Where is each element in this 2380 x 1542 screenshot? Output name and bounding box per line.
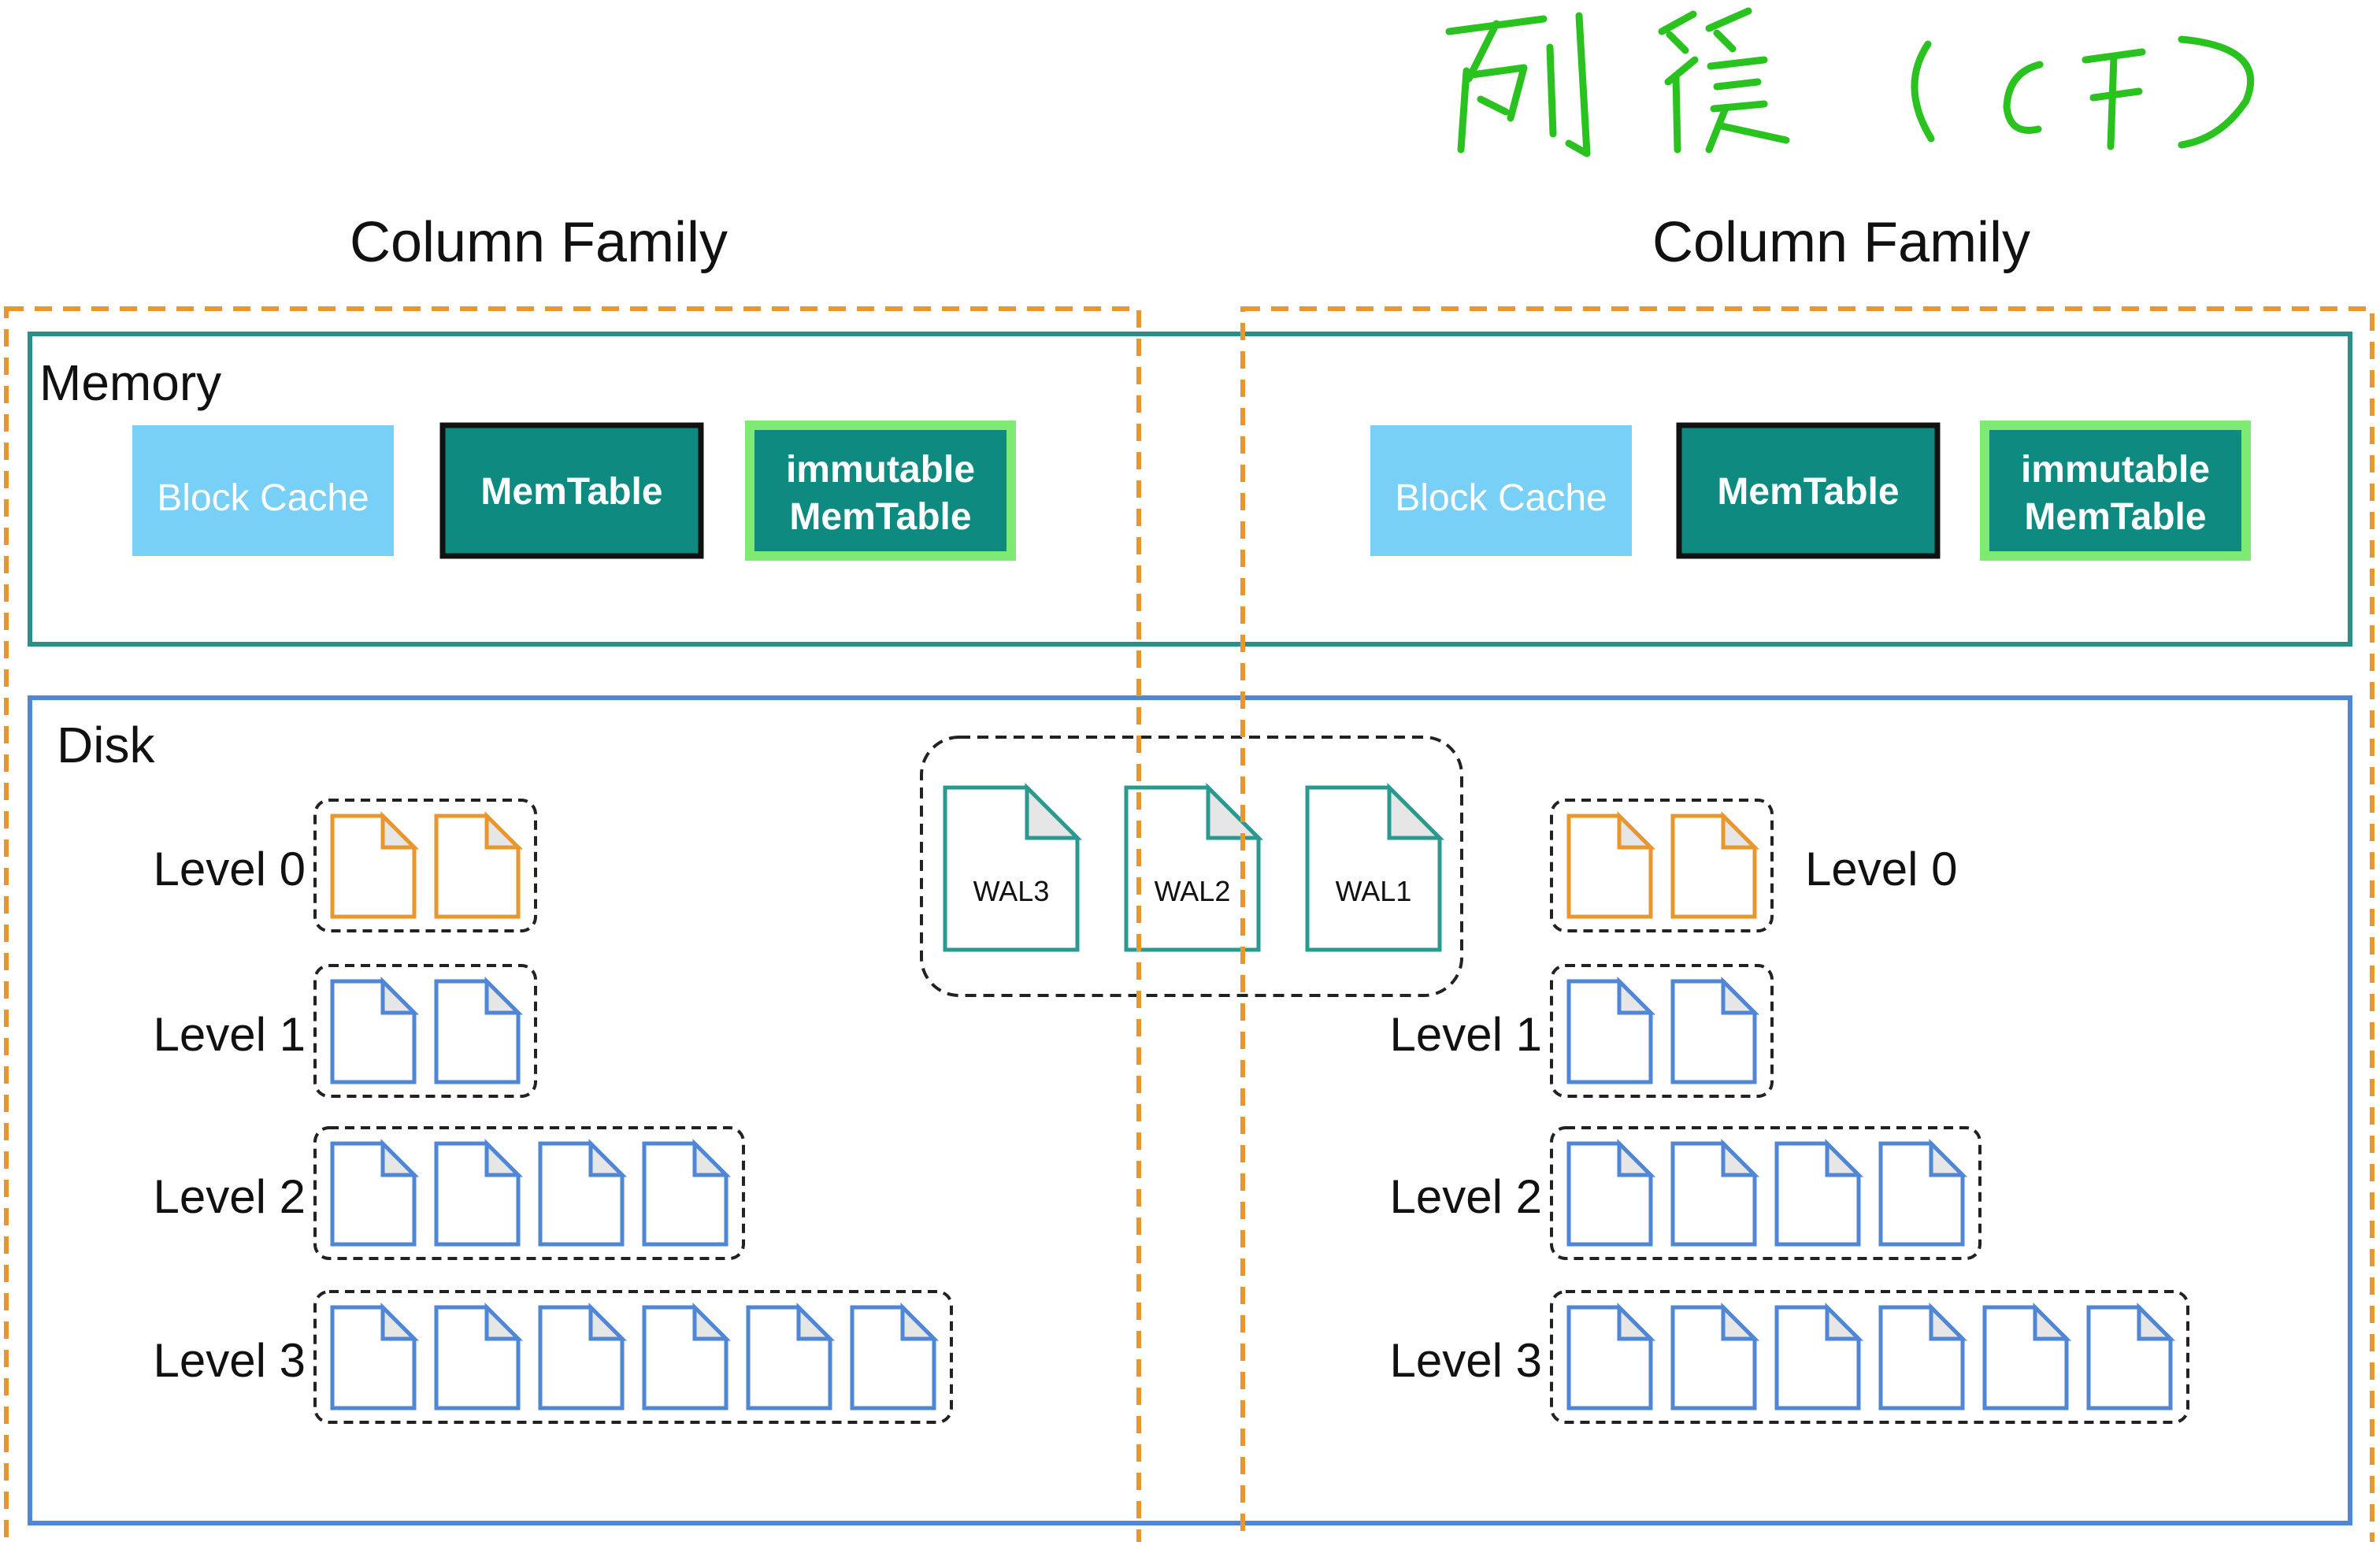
wal-file-label: WAL3 bbox=[973, 875, 1050, 907]
immutable-memtable bbox=[745, 421, 1016, 561]
sst-file-icon bbox=[1878, 1138, 1968, 1247]
column-family-title-right: Column Family bbox=[1652, 211, 2030, 274]
sst-file-icon bbox=[642, 1302, 732, 1410]
level-dashed-box bbox=[313, 799, 537, 932]
memtable-label: MemTable bbox=[1717, 471, 1899, 513]
level-dashed-box bbox=[1550, 964, 1774, 1098]
sst-file-icon bbox=[330, 1302, 420, 1410]
wal-file-label: WAL1 bbox=[1336, 875, 1412, 907]
sst-file-icon bbox=[330, 976, 420, 1084]
wal-file-icon bbox=[1124, 782, 1264, 952]
level-label: Level 1 bbox=[1390, 1008, 1542, 1061]
sst-file-icon bbox=[2086, 1302, 2176, 1410]
level-dashed-box bbox=[313, 1126, 745, 1260]
level-group: Level 1 bbox=[154, 964, 537, 1098]
level-label: Level 0 bbox=[1805, 843, 1957, 895]
level-label: Level 3 bbox=[1390, 1334, 1542, 1387]
block-cache-label: Block Cache bbox=[1395, 477, 1607, 519]
sst-file-icon bbox=[434, 1302, 524, 1410]
sst-file-icon bbox=[642, 1138, 732, 1247]
memtable bbox=[1676, 422, 1941, 559]
level-group: Level 0 bbox=[1550, 799, 1957, 932]
level-dashed-box bbox=[1550, 1126, 1981, 1260]
sst-file-icon bbox=[434, 810, 524, 919]
memory-components-right: Block Cache MemTable immutable MemTable bbox=[1370, 421, 2251, 561]
handwritten-annotation bbox=[1445, 7, 2255, 158]
level-dashed-box bbox=[313, 1290, 953, 1424]
sst-file-icon bbox=[1566, 1138, 1656, 1247]
sst-file-icon bbox=[1774, 1138, 1864, 1247]
level-dashed-box bbox=[1550, 1290, 2189, 1424]
sst-file-icon bbox=[330, 1138, 420, 1247]
immutable-memtable bbox=[1980, 421, 2251, 561]
immutable-memtable-label-line1: immutable bbox=[2021, 449, 2210, 491]
block-cache bbox=[1370, 425, 1632, 556]
level-label: Level 2 bbox=[1390, 1170, 1542, 1223]
level-dashed-box bbox=[313, 964, 537, 1098]
sst-file-icon bbox=[1670, 1138, 1760, 1247]
level-group: Level 0 bbox=[154, 799, 537, 932]
memory-label: Memory bbox=[39, 354, 221, 411]
level-group: Level 3 bbox=[154, 1290, 953, 1424]
sst-file-icon bbox=[538, 1138, 628, 1247]
memory-components-left: Block Cache MemTable immutable MemTable bbox=[132, 421, 1016, 561]
sst-file-icon bbox=[434, 1138, 524, 1247]
level-group: Level 1 bbox=[1390, 964, 1774, 1098]
sst-file-icon bbox=[330, 810, 420, 919]
column-family-outline-left bbox=[4, 306, 1141, 1542]
block-cache bbox=[132, 425, 394, 556]
sst-file-icon bbox=[1982, 1302, 2072, 1410]
level-group: Level 3 bbox=[1390, 1290, 2189, 1424]
level-label: Level 1 bbox=[154, 1008, 306, 1061]
block-cache-label: Block Cache bbox=[157, 477, 369, 519]
memory-region bbox=[28, 332, 2352, 647]
immutable-memtable-label-line2: MemTable bbox=[2024, 496, 2206, 538]
sst-levels-left: Level 0 Level 1 Level 2 Level 3 bbox=[154, 799, 953, 1424]
level-group: Level 2 bbox=[1390, 1126, 1981, 1260]
sst-file-icon bbox=[1878, 1302, 1968, 1410]
wal-files: WAL3 WAL2 WAL1 bbox=[943, 782, 1445, 952]
wal-file-label: WAL2 bbox=[1155, 875, 1231, 907]
sst-file-icon bbox=[538, 1302, 628, 1410]
sst-levels-right: Level 0 Level 1 Level 2 Level 3 bbox=[1390, 799, 2189, 1424]
level-group: Level 2 bbox=[154, 1126, 745, 1260]
sst-file-icon bbox=[1774, 1302, 1864, 1410]
immutable-memtable-label-line1: immutable bbox=[786, 449, 975, 491]
wal-file-icon bbox=[943, 782, 1083, 952]
memtable bbox=[439, 422, 704, 559]
level-label: Level 3 bbox=[154, 1334, 306, 1387]
sst-file-icon bbox=[1670, 976, 1760, 1084]
sst-file-icon bbox=[746, 1302, 836, 1410]
column-family-title-left: Column Family bbox=[350, 211, 728, 274]
memtable-label: MemTable bbox=[480, 471, 662, 513]
sst-file-icon bbox=[850, 1302, 940, 1410]
sst-file-icon bbox=[1566, 810, 1656, 919]
sst-file-icon bbox=[1566, 1302, 1656, 1410]
level-label: Level 0 bbox=[154, 843, 306, 895]
immutable-memtable-label-line2: MemTable bbox=[789, 496, 971, 538]
sst-file-icon bbox=[434, 976, 524, 1084]
column-family-outline-right bbox=[1240, 306, 2374, 1542]
disk-region bbox=[28, 695, 2352, 1525]
wal-file-icon bbox=[1305, 782, 1445, 952]
level-dashed-box bbox=[1550, 799, 1774, 932]
sst-file-icon bbox=[1566, 976, 1656, 1084]
level-label: Level 2 bbox=[154, 1170, 306, 1223]
disk-label: Disk bbox=[57, 717, 155, 773]
sst-file-icon bbox=[1670, 810, 1760, 919]
wal-group bbox=[920, 736, 1463, 997]
sst-file-icon bbox=[1670, 1302, 1760, 1410]
